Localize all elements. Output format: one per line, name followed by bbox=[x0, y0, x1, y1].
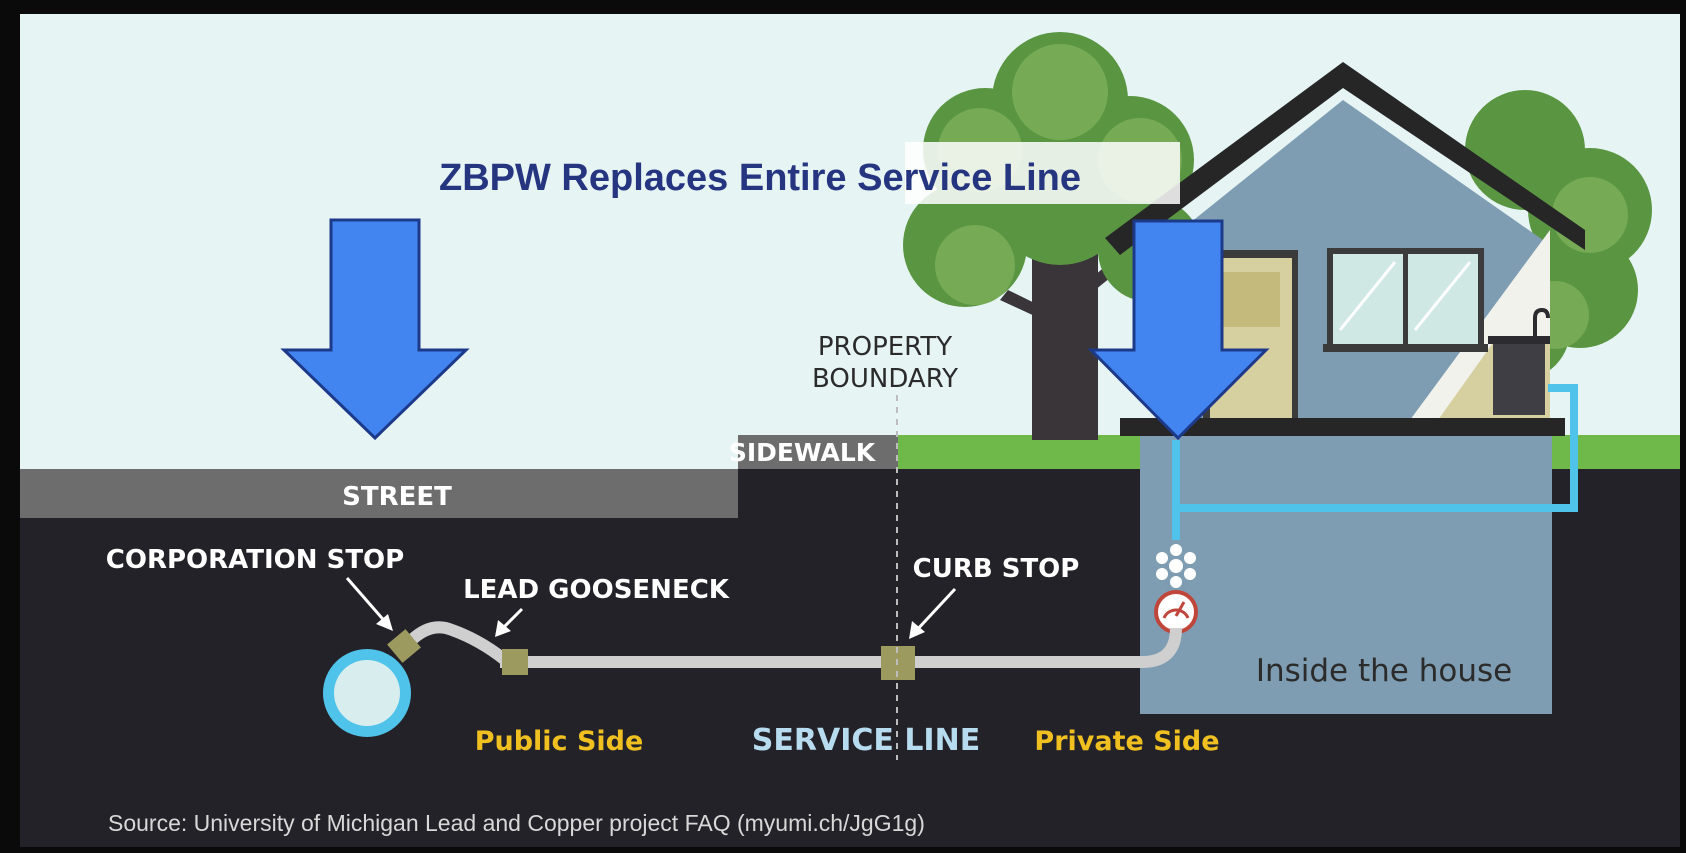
title-banner bbox=[905, 142, 1180, 204]
house bbox=[1105, 62, 1585, 714]
corporation-stop-pointer bbox=[345, 577, 393, 631]
service-line-pipe bbox=[500, 627, 1182, 668]
water-meter-icon bbox=[1154, 590, 1198, 634]
inside-house-label: Inside the house bbox=[1256, 653, 1512, 689]
lead-gooseneck-pipe bbox=[400, 621, 509, 665]
service-line-label: SERVICE LINE bbox=[752, 723, 980, 758]
lead-gooseneck-label: LEAD GOOSENECK bbox=[463, 575, 730, 605]
public-side-label: Public Side bbox=[475, 726, 644, 757]
private-side-label: Private Side bbox=[1034, 726, 1219, 757]
valve-icon bbox=[1156, 544, 1196, 588]
water-main-icon bbox=[323, 649, 411, 737]
curb-stop-label: CURB STOP bbox=[913, 554, 1080, 584]
property-boundary-label: PROPERTY bbox=[818, 332, 952, 362]
lead-gooseneck-pointer bbox=[495, 607, 524, 637]
faucet-icon bbox=[1488, 307, 1550, 415]
source-caption: Source: University of Michigan Lead and … bbox=[108, 810, 925, 836]
sidewalk-label: SIDEWALK bbox=[729, 438, 877, 467]
title: ZBPW Replaces Entire Service Line bbox=[439, 157, 1081, 199]
basement bbox=[1140, 436, 1552, 714]
corporation-stop-fitting bbox=[387, 629, 421, 663]
gooseneck-fitting bbox=[502, 649, 528, 675]
street-label: STREET bbox=[342, 482, 452, 512]
house-water-pipe bbox=[1172, 384, 1578, 540]
property-boundary-label-2: BOUNDARY bbox=[812, 364, 958, 394]
down-arrow-icon bbox=[1087, 219, 1270, 441]
curb-stop-pointer bbox=[909, 587, 957, 639]
sidewalk-surface bbox=[738, 435, 898, 469]
corporation-stop-label: CORPORATION STOP bbox=[106, 545, 404, 575]
down-arrow-icon bbox=[280, 218, 470, 441]
street-surface bbox=[20, 469, 738, 518]
